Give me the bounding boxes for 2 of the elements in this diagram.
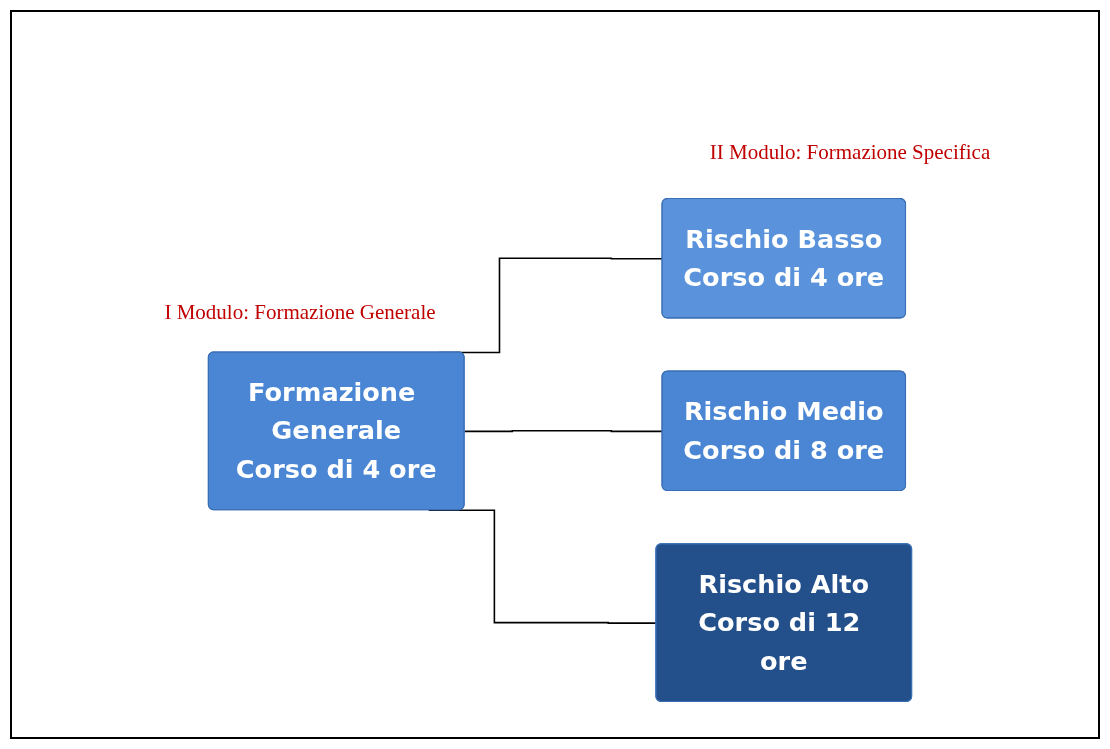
module-heading: I Modulo: Formazione Generale <box>163 300 437 325</box>
module-heading: II Modulo: Formazione Specifica <box>708 140 992 165</box>
